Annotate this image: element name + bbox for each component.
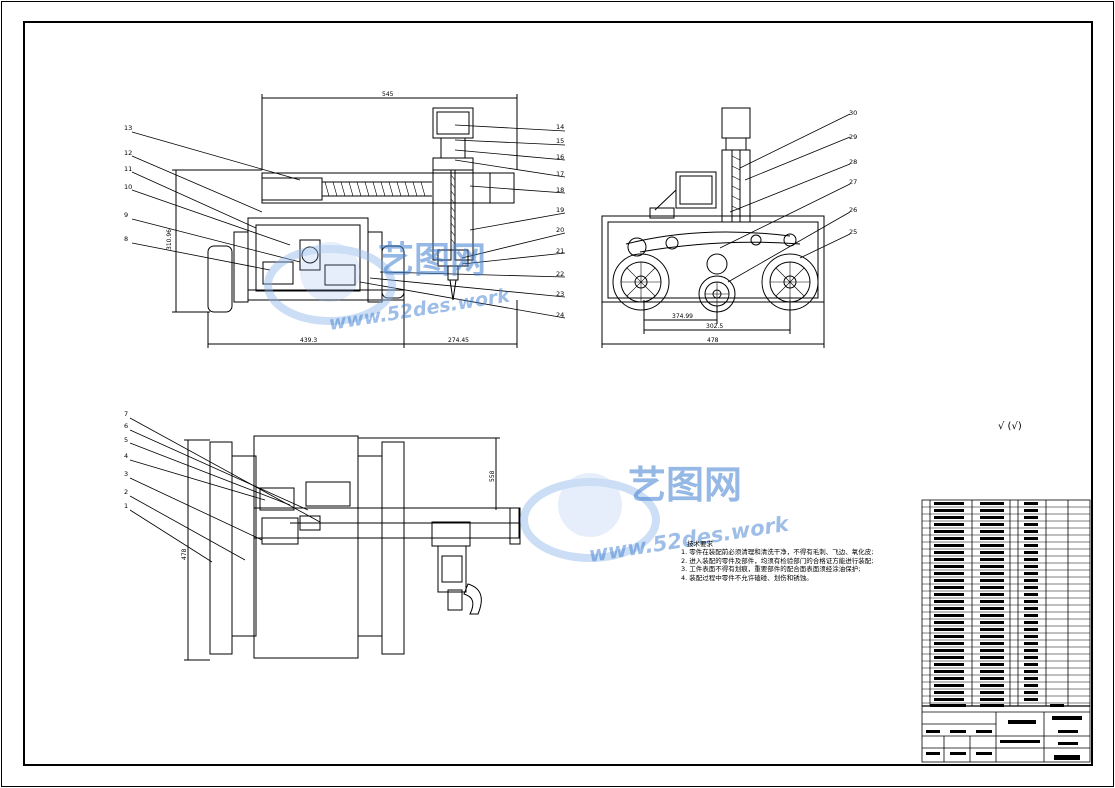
balloon-21: 21 [556,247,564,255]
balloon-7: 7 [124,410,128,418]
front-balloons-right: 14 15 16 17 18 19 20 21 22 23 24 [556,123,564,319]
balloon-28: 28 [849,158,857,166]
balloon-30: 30 [849,109,857,117]
top-balloons: 7 6 5 4 3 2 1 [124,410,128,510]
balloon-24: 24 [556,311,564,319]
balloon-12: 12 [124,149,132,157]
watermark-globe-icon [264,242,396,325]
watermark-globe-icon-2 [520,473,660,562]
front-view [172,94,518,348]
balloon-23: 23 [556,290,564,298]
drawing-frame [23,21,1093,766]
balloon-1: 1 [124,502,128,510]
balloon-9: 9 [124,211,128,219]
balloon-18: 18 [556,186,564,194]
dim-478-side: 478 [707,337,719,344]
balloon-10: 10 [124,183,132,191]
tech-note-item: 1. 零件在装配前必须清理和清洗干净，不得有毛刺、飞边、氧化皮; [681,548,874,557]
top-view [184,435,521,661]
watermark-brand-upper: 艺图网 [378,240,486,281]
watermark-url-upper: www.52des.work [327,284,512,335]
parts-list-fill [926,502,1082,760]
dim-545: 545 [382,91,394,98]
top-leaders [129,417,321,563]
balloon-19: 19 [556,206,564,214]
dim-439-3: 439.3 [300,337,317,344]
dim-302-5: 302.5 [706,323,723,330]
balloon-27: 27 [849,178,857,186]
balloon-3: 3 [124,470,128,478]
front-leaders-left [131,131,301,271]
dim-374-99: 374.99 [672,313,693,320]
surface-roughness-symbol: √ (√) [998,421,1022,432]
balloon-29: 29 [849,133,857,141]
balloon-20: 20 [556,226,564,234]
balloon-4: 4 [124,452,128,460]
parts-list-table [921,499,1091,763]
balloon-16: 16 [556,153,564,161]
dim-478-top: 478 [181,548,188,560]
tech-note-item: 3. 工件表面不得有划痕，重要部件的配合面表面须经涂油保护; [681,565,861,574]
balloon-13: 13 [124,124,132,132]
dim-558: 558 [489,470,496,482]
side-leaders [719,113,851,283]
balloon-2: 2 [124,488,128,496]
balloon-14: 14 [556,123,564,131]
tech-note-item: 2. 进入装配的零件及部件，均须有检验部门的合格证方能进行装配; [681,556,874,565]
tech-notes-title: 技术要求 [687,540,713,548]
balloon-11: 11 [124,165,132,173]
side-balloons: 30 29 28 27 26 25 [849,109,857,236]
side-view [601,107,825,348]
front-dimension-texts: 545 310.96 439.3 274.45 [166,91,469,344]
dim-274-45: 274.45 [448,337,469,344]
balloon-5: 5 [124,436,128,444]
balloon-25: 25 [849,228,857,236]
watermark-brand-lower: 艺图网 [628,463,742,507]
top-dimension-texts: 558 478 [181,470,496,560]
front-leaders-right [359,124,566,319]
watermark-upper: 艺图网 www.52des.work [264,240,513,335]
balloon-26: 26 [849,206,857,214]
front-balloons-left: 13 12 11 10 9 8 [124,124,132,243]
balloon-6: 6 [124,422,128,430]
balloon-8: 8 [124,235,128,243]
balloon-17: 17 [556,170,564,178]
tech-note-item: 4. 装配过程中零件不允许磕碰、划伤和锈蚀。 [681,573,813,582]
balloon-15: 15 [556,137,564,145]
side-dimension-texts: 374.99 302.5 478 [672,313,723,344]
technical-requirements: 技术要求 1. 零件在装配前必须清理和清洗干净，不得有毛刺、飞边、氧化皮; 2.… [681,540,941,582]
dim-310-96: 310.96 [166,229,173,250]
balloon-22: 22 [556,270,564,278]
